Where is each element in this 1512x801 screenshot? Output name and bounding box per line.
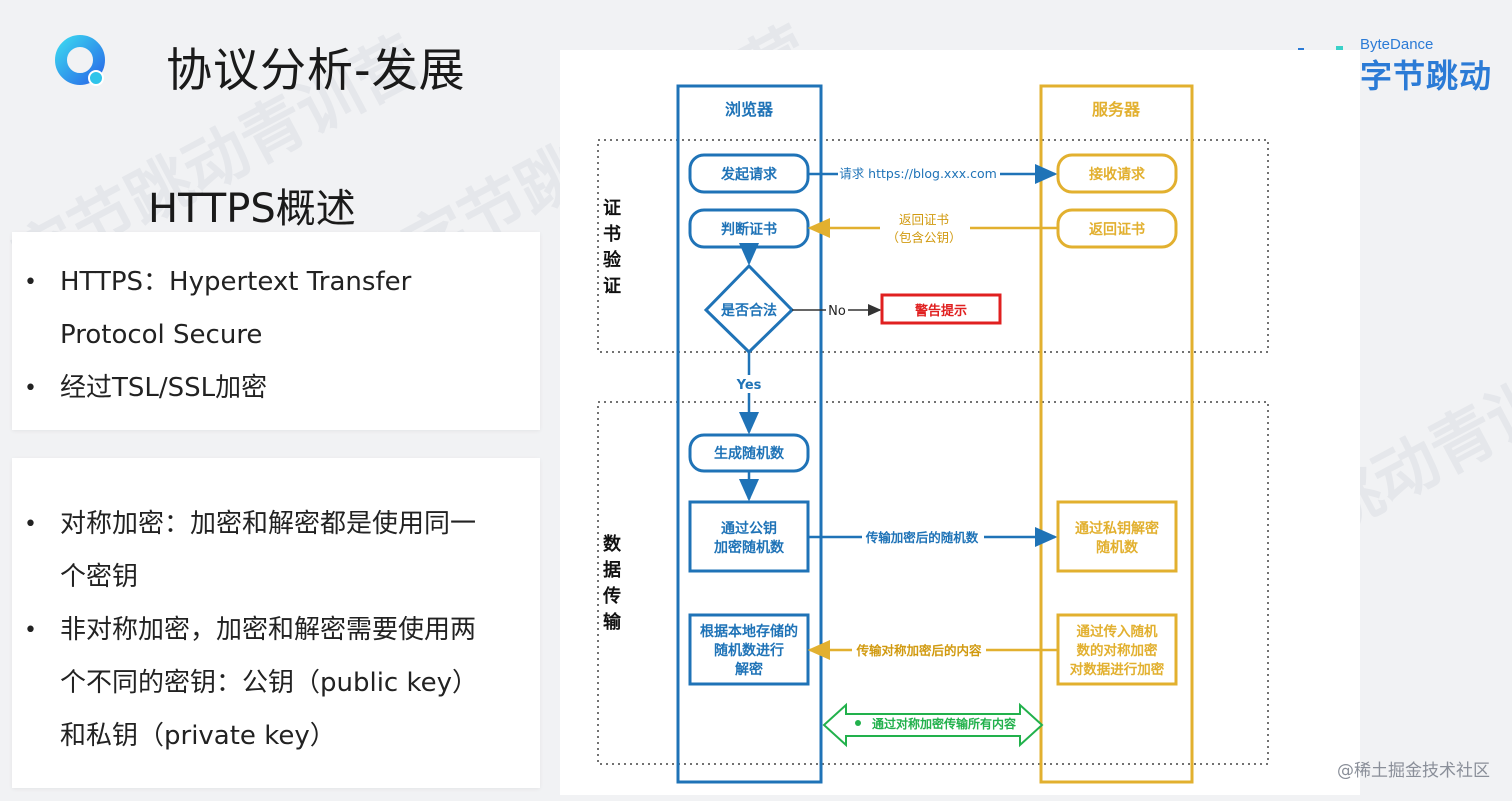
data-section-char: 传 [602, 585, 621, 607]
brand-name-cn: 字节跳动 [1360, 57, 1493, 95]
server-encrypt-label: 数的对称加密 [1077, 642, 1158, 659]
transfer-random-label: 传输加密后的随机数 [865, 530, 979, 545]
footer-watermark: @稀土掘金技术社区 [1337, 761, 1490, 781]
decrypt-random-node [1056, 500, 1178, 573]
encrypt-random-label: 通过公钥 [721, 520, 777, 537]
yes-label: Yes [736, 378, 762, 393]
return-cert-arrow-label-sub: （包含公钥） [886, 230, 961, 245]
data-section-char: 输 [603, 611, 622, 633]
decrypt-random-label: 通过私钥解密 [1075, 520, 1159, 537]
brand-name-en: ByteDance [1360, 36, 1434, 53]
local-decrypt-label: 解密 [735, 661, 763, 678]
list-item: 非对称加密，加密和解密需要使用两 [12, 604, 540, 657]
return-cert-label-bg [880, 212, 970, 246]
encrypt-random-label-sub: 加密随机数 [713, 539, 785, 556]
return-cert-arrow-label: 返回证书 [899, 212, 949, 227]
cert-section-char: 证 [603, 276, 621, 297]
no-label-bg [826, 301, 848, 319]
list-item-continuation: 个不同的密钥：公钥（public key） [60, 668, 479, 698]
local-decrypt-label: 根据本地存储的 [700, 623, 798, 640]
gen-random-label: 生成随机数 [714, 445, 785, 462]
cert-section-char: 书 [603, 224, 621, 245]
warning-label: 警告提示 [915, 303, 967, 319]
symmetric-transfer-label: 通过对称加密传输所有内容 [872, 716, 1016, 731]
logo-icon [55, 35, 105, 86]
server-lane-label: 服务器 [1092, 100, 1141, 119]
list-item: HTTPS：Hypertext Transfer [12, 256, 540, 309]
transfer-content-label: 传输对称加密后的内容 [855, 643, 982, 658]
server-encrypt-label: 对数据进行加密 [1070, 661, 1165, 678]
cert-section-char: 证 [603, 198, 621, 219]
return-cert-label: 返回证书 [1089, 221, 1145, 238]
server-encrypt-label: 通过传入随机 [1077, 623, 1158, 640]
warning-node [880, 293, 1002, 325]
return-cert-node [1056, 208, 1178, 249]
is-valid-label: 是否合法 [721, 302, 777, 319]
server-lane [1039, 84, 1194, 784]
page-title: 协议分析-发展 [166, 43, 466, 97]
list-item: 对称加密：加密和解密都是使用同一 [12, 498, 540, 551]
request-label-bg [838, 164, 1000, 182]
no-label: No [828, 304, 846, 319]
brand-logo: ByteDance 字节跳动 [1360, 36, 1492, 97]
browser-lane [676, 84, 823, 784]
data-section-char: 数 [603, 533, 622, 555]
cert-section-char: 验 [603, 249, 622, 271]
list-item-continuation: Protocol Secure [60, 320, 263, 350]
browser-lane-label: 浏览器 [725, 100, 774, 119]
data-section-char: 据 [603, 559, 621, 581]
request-label: 请求 https://blog.xxx.com [839, 166, 997, 181]
encryption-card: 对称加密：加密和解密都是使用同一 个密钥 非对称加密，加密和解密需要使用两 个不… [12, 458, 540, 788]
encrypt-random-node [688, 500, 810, 573]
transfer-content-label-bg [852, 641, 986, 659]
section-title: HTTPS概述 [148, 186, 356, 232]
list-item-continuation: 和私钥（private key） [60, 721, 336, 751]
bullet-dot-icon [855, 720, 861, 726]
send-request-label: 发起请求 [720, 166, 778, 183]
verify-cert-label: 判断证书 [721, 221, 777, 238]
list-item: 经过TSL/SSL加密 [12, 362, 540, 415]
receive-request-label: 接收请求 [1089, 166, 1146, 183]
https-overview-card: HTTPS：Hypertext Transfer Protocol Secure… [12, 232, 540, 430]
local-decrypt-label: 随机数进行 [714, 642, 784, 659]
transfer-random-label-bg [862, 528, 984, 546]
decrypt-random-label-sub: 随机数 [1096, 539, 1139, 556]
list-item-continuation: 个密钥 [60, 562, 139, 592]
receive-request-node [1056, 153, 1178, 194]
server-encrypt-node [1056, 613, 1178, 686]
cert-section-box [597, 139, 1269, 353]
yes-label-bg [734, 375, 766, 393]
symmetric-transfer-arrow [822, 702, 1044, 748]
